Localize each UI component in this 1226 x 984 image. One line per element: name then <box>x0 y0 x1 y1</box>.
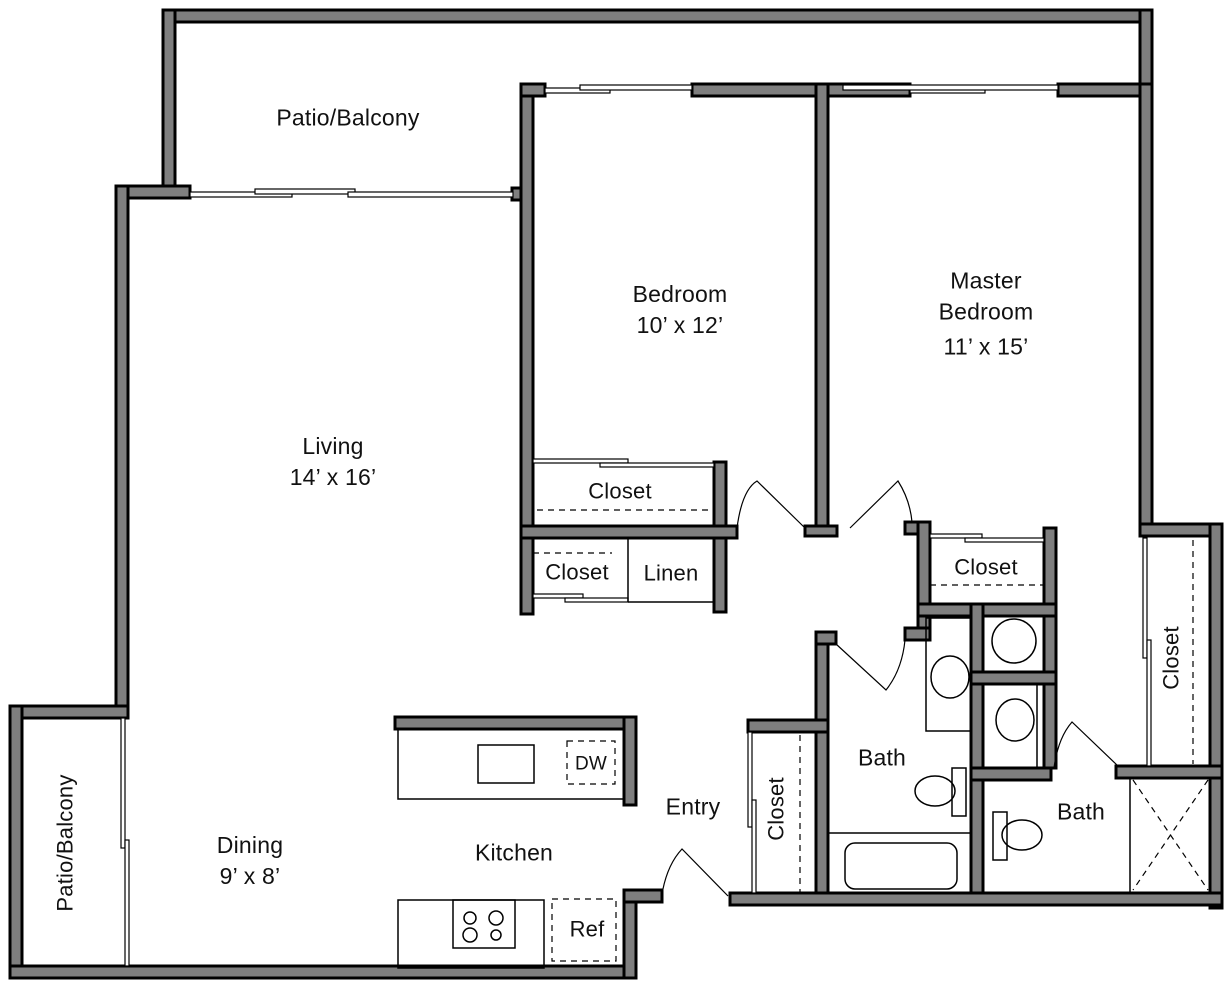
dining-size: 9’ x 8’ <box>219 863 281 889</box>
master-bedroom-name-2: Bedroom <box>938 298 1034 325</box>
room-label-linen: Linen <box>643 560 699 586</box>
dashed-lines <box>533 509 1209 962</box>
room-label-bath-2: Bath <box>1056 798 1106 825</box>
bedroom-name: Bedroom <box>632 281 728 307</box>
living-size: 14’ x 16’ <box>289 464 377 490</box>
windows <box>120 84 1152 967</box>
room-label-bath-1: Bath <box>857 744 907 771</box>
room-label-kitchen: Kitchen <box>474 839 554 866</box>
dining-name: Dining <box>216 832 284 858</box>
room-label-dining: Dining 9’ x 8’ <box>217 830 283 892</box>
bedroom-size: 10’ x 12’ <box>636 312 724 338</box>
room-label-closet-bedroom: Closet <box>588 478 652 504</box>
room-label-master-bedroom: Master Bedroom 11’ x 15’ <box>939 266 1034 363</box>
fixtures <box>397 538 1131 969</box>
room-label-closet-entry: Closet <box>763 777 789 841</box>
room-label-patio-top: Patio/Balcony <box>276 104 420 131</box>
room-label-patio-left: Patio/Balcony <box>52 774 78 912</box>
walls <box>8 8 1224 980</box>
living-name: Living <box>302 433 364 459</box>
master-bedroom-size: 11’ x 15’ <box>943 333 1029 360</box>
room-label-living: Living 14’ x 16’ <box>290 431 377 493</box>
doors <box>661 480 1119 897</box>
room-label-bedroom: Bedroom 10’ x 12’ <box>633 279 728 341</box>
room-label-entry: Entry <box>665 793 721 820</box>
master-bedroom-name-1: Master <box>950 267 1022 294</box>
appliance-label-refrigerator: Ref <box>569 916 605 942</box>
room-label-closet-hall: Closet <box>545 559 609 585</box>
room-label-closet-master-hall: Closet <box>954 554 1018 580</box>
appliance-label-dishwasher: DW <box>574 753 608 775</box>
room-label-closet-master: Closet <box>1158 626 1184 690</box>
